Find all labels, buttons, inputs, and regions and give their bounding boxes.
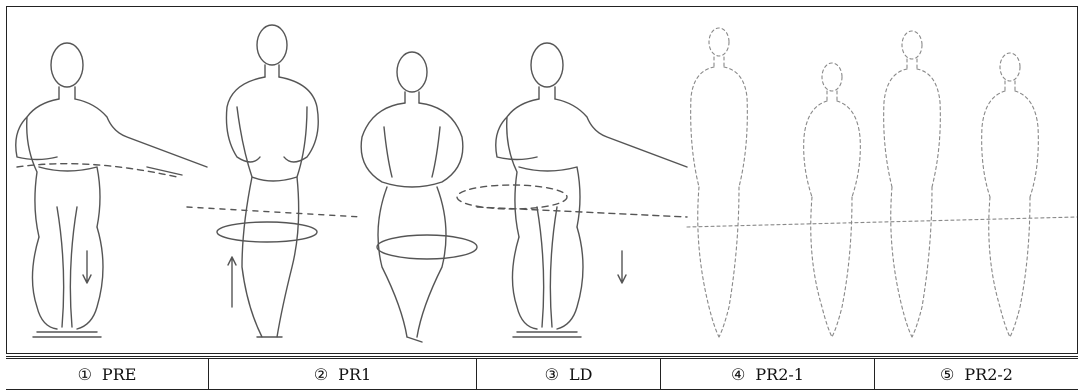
caption-cell: ① PRE bbox=[6, 359, 208, 389]
caption-label: PR1 bbox=[338, 365, 371, 384]
figure-pr2-2b bbox=[982, 53, 1039, 337]
caption-cell: ⑤ PR2-2 bbox=[874, 359, 1078, 389]
caption-cell: ③ LD bbox=[476, 359, 660, 389]
caption-number: ② bbox=[314, 365, 328, 384]
caption-number: ⑤ bbox=[940, 365, 954, 384]
caption-label: PR2-1 bbox=[755, 365, 804, 384]
figure-pr2-1b bbox=[804, 63, 861, 337]
caption-label: PR2-2 bbox=[964, 365, 1013, 384]
caption-cell: ④ PR2-1 bbox=[660, 359, 874, 389]
caption-number: ① bbox=[78, 365, 92, 384]
caption-number: ④ bbox=[731, 365, 745, 384]
figure-frame: ① PRE ② PR1 ③ LD ④ PR2-1 ⑤ PR2-2 bbox=[6, 6, 1078, 390]
ballet-pose-illustration bbox=[6, 6, 1078, 354]
figure-drawing bbox=[7, 7, 1078, 354]
caption-label: PRE bbox=[102, 365, 137, 384]
figure-pr1-back bbox=[226, 25, 318, 337]
caption-row: ① PRE ② PR1 ③ LD ④ PR2-1 ⑤ PR2-2 bbox=[6, 356, 1078, 390]
figure-pr1-front bbox=[361, 52, 463, 342]
caption-label: LD bbox=[569, 365, 592, 384]
figure-pr2-2a bbox=[884, 31, 941, 337]
caption-number: ③ bbox=[545, 365, 559, 384]
figure-pre bbox=[16, 43, 207, 337]
figure-pr2-1a bbox=[691, 28, 748, 337]
caption-cell: ② PR1 bbox=[208, 359, 476, 389]
figure-ld bbox=[496, 43, 687, 337]
